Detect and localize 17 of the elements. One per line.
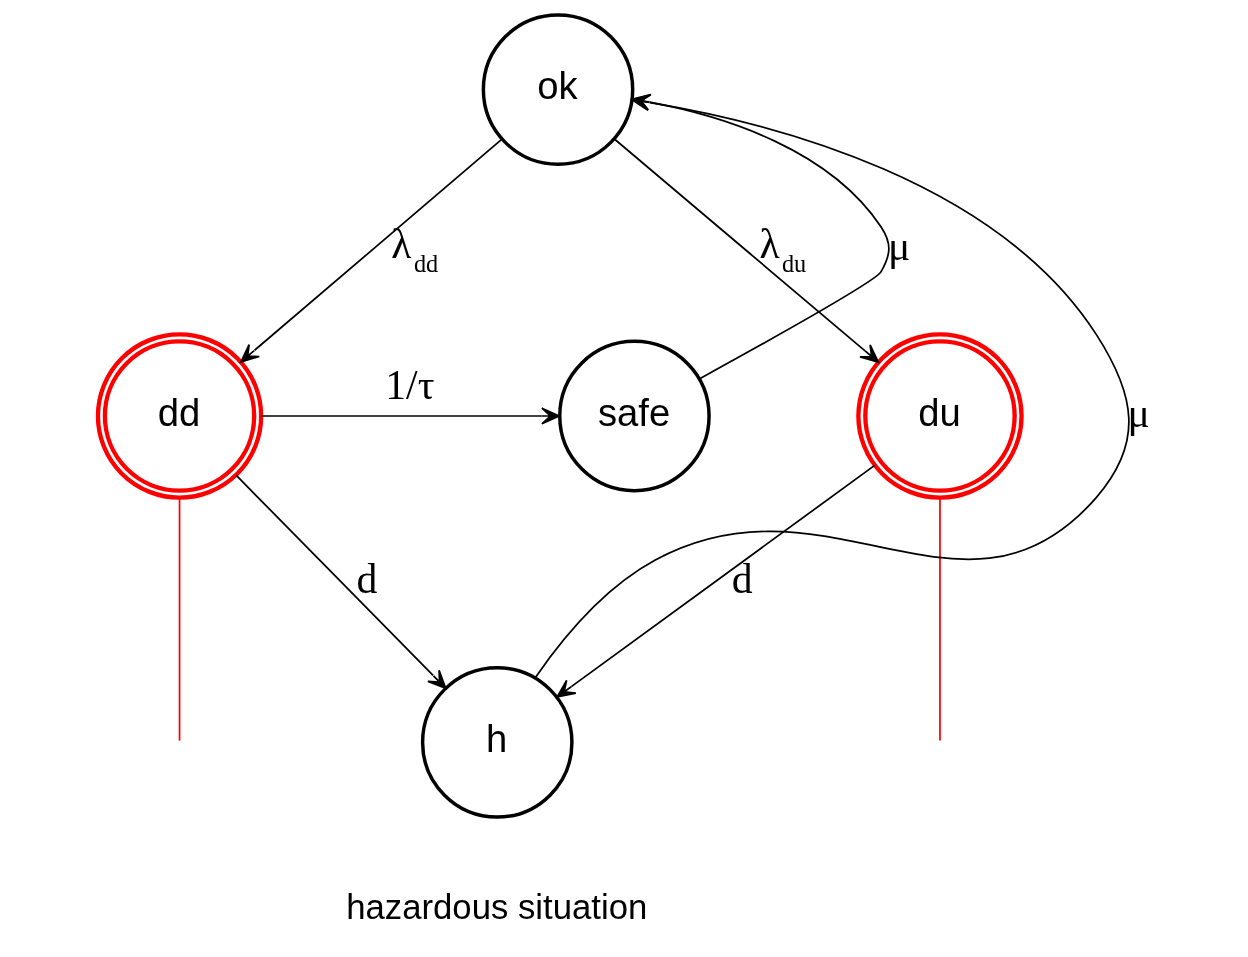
edge-label: 1/τ [385, 361, 435, 408]
edge-label: λ$_{du}$ [759, 221, 807, 277]
connector [178, 497, 181, 742]
node-circle: safe [558, 339, 711, 493]
arrow [240, 138, 503, 363]
edge-label: λ$_{dd}$ [391, 221, 439, 277]
node-label: hazardous situation [346, 888, 648, 927]
arrow [260, 407, 561, 425]
arrow [556, 464, 876, 698]
edge-label: μ [1127, 389, 1150, 436]
edge-label: d [356, 556, 378, 603]
edge-label: d [731, 556, 753, 603]
arrow [235, 474, 447, 690]
edge-label: μ [887, 223, 911, 270]
node-circle: ok [481, 13, 635, 166]
connector [939, 497, 941, 742]
arrow [613, 138, 880, 363]
